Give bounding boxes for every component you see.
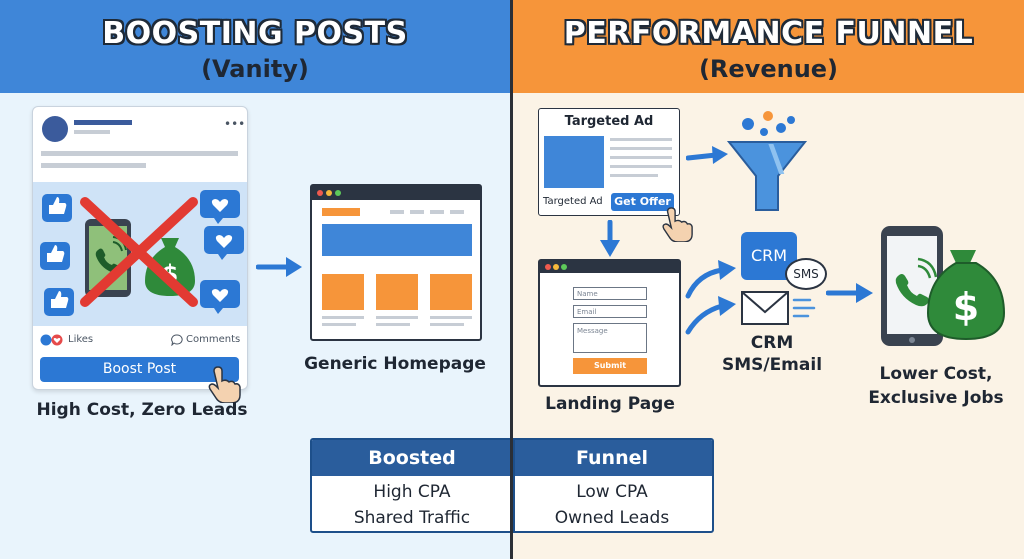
result-caption-line1: Lower Cost, [879, 364, 993, 384]
window-dot [553, 264, 559, 270]
table-cell: High CPA [373, 482, 451, 502]
hand-pointer-icon [208, 366, 241, 403]
content-block [322, 274, 364, 310]
ad-text-line [610, 174, 658, 177]
table-cell: Shared Traffic [353, 508, 471, 528]
landing-page-caption: Landing Page [545, 394, 675, 414]
window-dot [545, 264, 551, 270]
ad-text-line [610, 138, 672, 141]
window-dot [561, 264, 567, 270]
arrow-icon [826, 283, 873, 303]
submit-button[interactable]: Submit [573, 358, 647, 374]
red-x-icon [80, 197, 198, 307]
comments-label: Comments [186, 334, 241, 345]
thumbs-up-icon [40, 242, 70, 270]
nav-item [410, 210, 424, 214]
text-line [430, 316, 472, 319]
right-subtitle: (Revenue) [698, 55, 839, 83]
crm-caption-line1: CRM [750, 333, 794, 353]
heart-icon [200, 280, 240, 314]
hero-banner [322, 224, 472, 256]
post-author-line [74, 120, 132, 125]
text-line [376, 316, 418, 319]
content-block [430, 274, 472, 310]
table-cell: Low CPA [576, 482, 648, 502]
get-offer-button[interactable]: Get Offer [611, 193, 674, 211]
crm-caption-line2: SMS/Email [721, 355, 823, 375]
ad-footer-label: Targeted Ad [543, 196, 603, 207]
crm-caption: CRM SMS/Email [712, 332, 832, 376]
arrow-icon [686, 146, 728, 164]
boost-post-button[interactable]: Boost Post [40, 357, 239, 382]
hand-pointer-icon [662, 207, 693, 242]
avatar [42, 116, 68, 142]
result-illustration: $ [881, 226, 1006, 346]
ad-image [544, 136, 604, 188]
text-line [430, 323, 464, 326]
envelope-icon [741, 291, 816, 325]
text-line [376, 323, 410, 326]
text-line [322, 316, 364, 319]
left-header: BOOSTING POSTS (Vanity) [0, 0, 510, 93]
nav-item [450, 210, 464, 214]
window-dot [326, 190, 332, 196]
left-title: BOOSTING POSTS [102, 16, 408, 51]
post-caption: High Cost, Zero Leads [36, 400, 248, 420]
name-field[interactable]: Name [573, 287, 647, 300]
reactions-icon [40, 334, 63, 346]
ad-text-line [610, 147, 672, 150]
logo-block [322, 208, 360, 216]
thumbs-up-icon [44, 288, 74, 316]
funnel-icon [726, 111, 808, 211]
more-options-icon: ••• [224, 117, 246, 131]
window-dot [335, 190, 341, 196]
right-title: PERFORMANCE FUNNEL [563, 16, 974, 51]
table-cell: Owned Leads [554, 508, 670, 528]
table-header-boosted: Boosted [368, 447, 456, 469]
content-block [376, 274, 418, 310]
money-bag-icon: $ [926, 250, 1006, 341]
post-media-illustration: $ [40, 190, 244, 316]
post-text-line [41, 151, 238, 156]
post-time-line [74, 130, 110, 134]
likes-label: Likes [68, 334, 94, 345]
arrow-icon [685, 260, 736, 335]
post-text-line [41, 163, 146, 168]
sms-bubble: SMS [785, 258, 827, 290]
nav-item [430, 210, 444, 214]
result-caption-line2: Exclusive Jobs [868, 388, 1004, 408]
heart-icon [200, 190, 240, 224]
thumbs-up-icon [42, 194, 72, 222]
ad-text-line [610, 165, 672, 168]
heart-icon [204, 226, 244, 260]
email-field[interactable]: Email [573, 305, 647, 318]
svg-text:$: $ [953, 285, 979, 329]
ad-title: Targeted Ad [564, 114, 654, 129]
ad-text-line [610, 156, 672, 159]
table-header-funnel: Funnel [575, 447, 648, 469]
comment-icon [171, 334, 183, 346]
center-divider [510, 0, 513, 559]
result-caption: Lower Cost, Exclusive Jobs [856, 362, 1016, 410]
message-field[interactable]: Message [573, 323, 647, 353]
generic-homepage-window [310, 184, 482, 341]
right-header: PERFORMANCE FUNNEL (Revenue) [513, 0, 1024, 93]
browser-toolbar [540, 261, 679, 273]
browser-toolbar [312, 186, 480, 200]
window-dot [317, 190, 323, 196]
arrow-icon [600, 220, 620, 257]
left-subtitle: (Vanity) [201, 55, 309, 83]
text-line [322, 323, 356, 326]
nav-item [390, 210, 404, 214]
arrow-icon [256, 257, 302, 277]
homepage-caption: Generic Homepage [304, 354, 486, 374]
table-column-divider [513, 440, 515, 531]
